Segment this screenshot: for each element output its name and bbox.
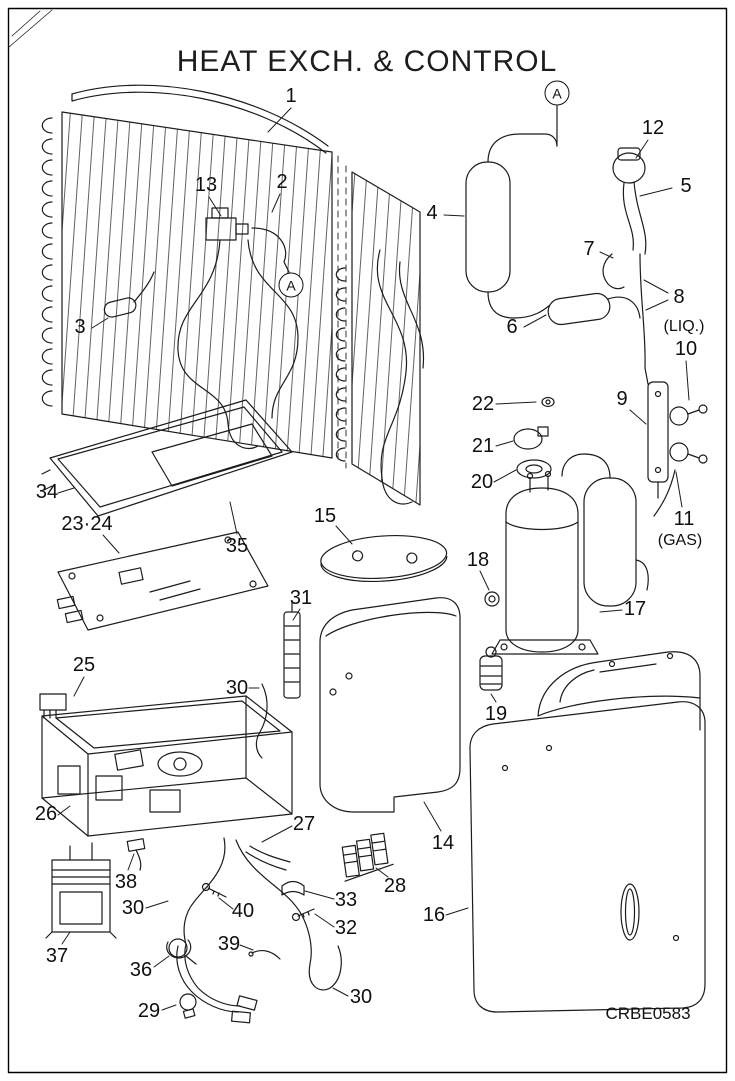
callout-gas: (GAS)	[657, 532, 703, 549]
drain-pan	[41, 399, 293, 517]
part-6-muffler	[547, 292, 611, 326]
callout-30-c: 30	[349, 986, 373, 1008]
detail-marker-a-coil: A	[278, 272, 304, 298]
callout-37: 37	[45, 945, 69, 967]
callout-1: 1	[285, 85, 297, 107]
part-27-wires	[245, 845, 291, 871]
part-22-nut	[541, 396, 555, 408]
callout-31: 31	[289, 587, 313, 609]
compressor-assembly	[479, 396, 649, 691]
side-cover	[319, 597, 461, 813]
callout-13: 13	[194, 174, 218, 196]
part-25-connector	[39, 693, 67, 711]
accumulator	[583, 477, 637, 607]
corner-marks	[8, 9, 53, 48]
right-piping-assembly	[465, 105, 708, 517]
callout-8: 8	[673, 286, 685, 308]
part-12-coil-solenoid	[612, 152, 646, 184]
callout-17: 17	[623, 598, 647, 620]
callout-25: 25	[72, 654, 96, 676]
callout-34: 34	[35, 481, 59, 503]
callout-liq: (LIQ.)	[663, 318, 705, 335]
callout-2: 2	[276, 171, 288, 193]
part-15-plate	[320, 535, 448, 580]
harness	[176, 943, 241, 1013]
callout-10: 10	[674, 338, 698, 360]
page-title: HEAT EXCH. & CONTROL	[176, 45, 558, 78]
part-36-clamp	[168, 938, 188, 958]
part-4-muffler	[465, 161, 511, 293]
part-14-cover	[319, 597, 461, 813]
callout-30-b: 30	[121, 897, 145, 919]
part-3-sensor	[103, 297, 137, 318]
callout-32: 32	[334, 917, 358, 939]
callout-5: 5	[680, 175, 692, 197]
callout-38: 38	[114, 871, 138, 893]
cabinet-panel	[469, 651, 706, 1013]
callout-6: 6	[506, 316, 518, 338]
callout-40: 40	[231, 900, 255, 922]
callout-27: 27	[292, 813, 316, 835]
callout-21: 21	[471, 435, 495, 457]
part-5-lead-wires	[622, 181, 647, 255]
part-7-pipe	[602, 253, 625, 290]
drawing-code: CRBE0583	[605, 1004, 691, 1023]
callout-26: 26	[34, 803, 58, 825]
callout-22: 22	[471, 393, 495, 415]
callout-9: 9	[616, 388, 628, 410]
part-33-clamp	[281, 880, 305, 896]
callout-7: 7	[583, 238, 595, 260]
part-20-gasket	[516, 459, 552, 479]
part-32-screw	[297, 908, 315, 918]
callout-15: 15	[313, 505, 337, 527]
heat-exchanger-coil	[41, 84, 421, 506]
callout-20: 20	[470, 471, 494, 493]
wire-30-a	[255, 683, 268, 759]
part-39-wire	[251, 949, 281, 960]
wire-30-b	[183, 837, 226, 945]
callout-3: 3	[74, 316, 86, 338]
callout-33: 33	[334, 889, 358, 911]
part-37-transformer	[51, 859, 111, 933]
callout-16: 16	[422, 904, 446, 926]
part-40-screw	[207, 887, 227, 898]
part-18-grommet	[484, 591, 500, 607]
callout-12: 12	[641, 117, 665, 139]
part-35-plate	[151, 423, 273, 487]
part-31-strip	[283, 611, 301, 699]
callout-39: 39	[217, 933, 241, 955]
callout-30-a: 30	[225, 677, 249, 699]
part-28-terminal-block	[341, 832, 394, 882]
callout-11: 11	[673, 508, 695, 530]
pcb-plate	[56, 531, 269, 631]
part-16-panel	[469, 701, 706, 1013]
coil-piping-valve-assembly	[103, 207, 425, 505]
detail-marker-a-top: A	[544, 80, 570, 106]
callout-14: 14	[431, 832, 455, 854]
leader-lines	[57, 107, 690, 1011]
part-10-service-valve-liquid	[669, 406, 689, 426]
callout-18: 18	[466, 549, 490, 571]
part-19-mount-grommet	[479, 655, 503, 691]
control-box	[39, 693, 293, 871]
wire-30-c	[235, 839, 342, 991]
part-29-clamp	[179, 993, 197, 1011]
callout-29: 29	[137, 1000, 161, 1022]
page-border	[7, 7, 728, 1074]
part-17-compressor	[505, 487, 579, 653]
part-11-service-valve-gas	[669, 442, 689, 462]
part-38	[126, 838, 146, 852]
part-21-bracket	[513, 428, 543, 450]
callout-19: 19	[484, 703, 508, 725]
callout-35: 35	[225, 535, 249, 557]
callout-4: 4	[426, 202, 438, 224]
callout-23-24: 23·24	[61, 513, 113, 535]
part-34-pan	[49, 399, 293, 517]
electrical-parts	[45, 601, 394, 1024]
callout-36: 36	[129, 959, 153, 981]
callout-28: 28	[383, 875, 407, 897]
top-plate-oval	[320, 535, 448, 583]
